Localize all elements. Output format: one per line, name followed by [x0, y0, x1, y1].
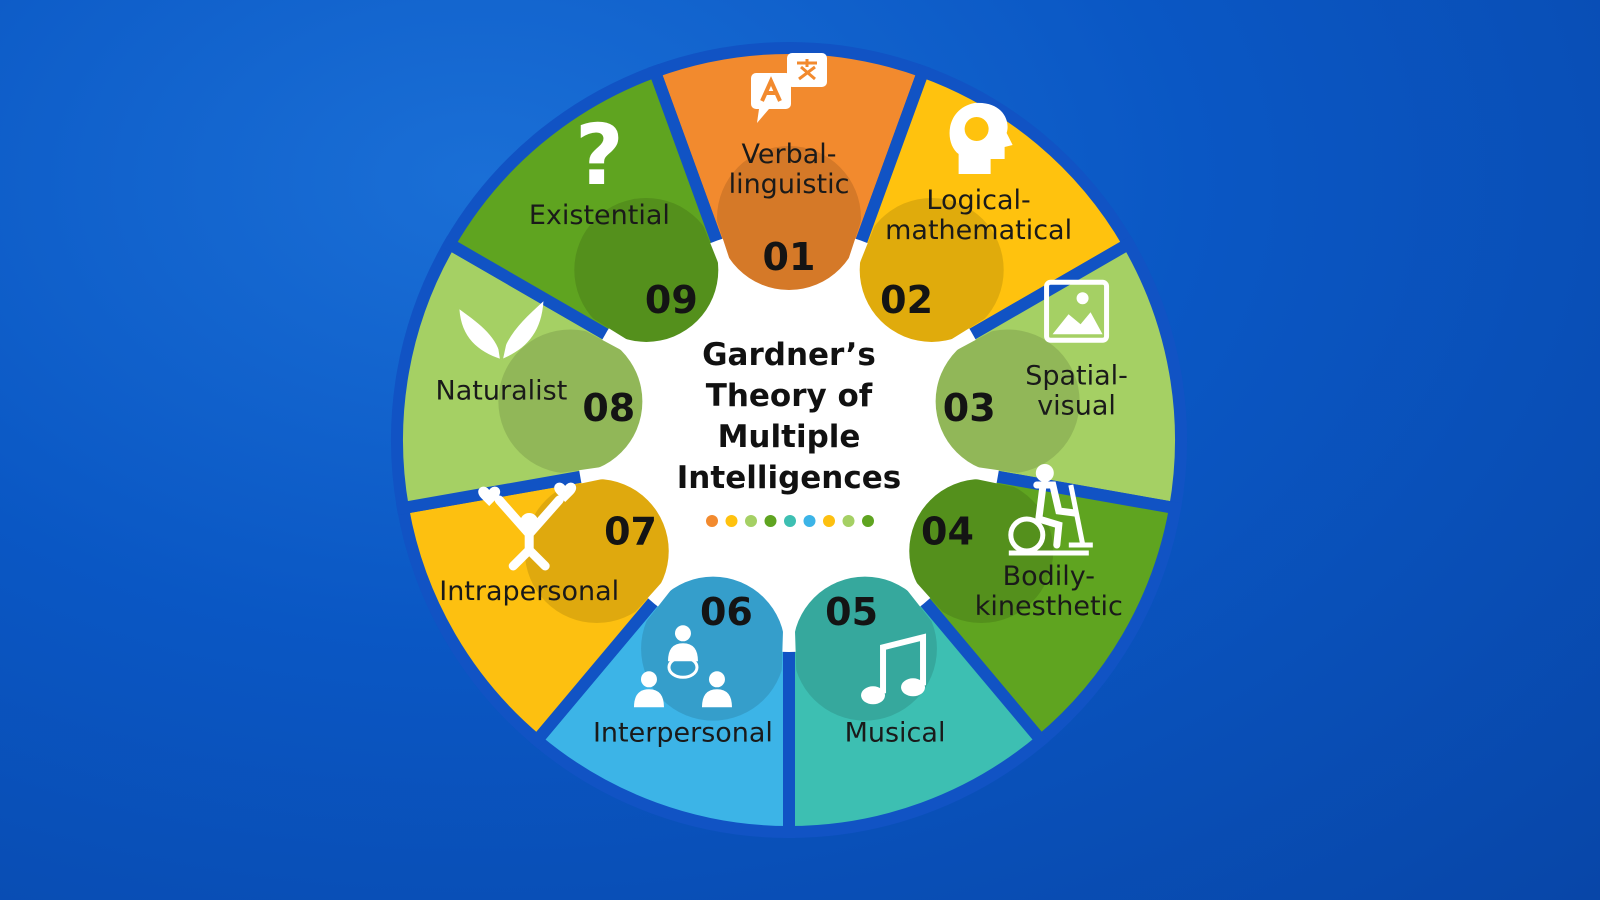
music-note-icon: [861, 633, 927, 705]
number-petal: [935, 329, 1080, 474]
segment-number: 09: [645, 278, 698, 322]
segment-label: Naturalist: [436, 375, 568, 406]
head-puzzle-icon: [949, 102, 1013, 175]
number-petal: [717, 146, 861, 290]
exercise-bike-icon: [1008, 464, 1093, 556]
picture-icon: [1044, 279, 1110, 343]
segment-label-line: visual: [1037, 390, 1116, 421]
segment-label-line: Bodily-: [1003, 561, 1095, 592]
segment-number: 05: [825, 590, 878, 634]
number-petal: [641, 576, 786, 721]
number-petal: [792, 576, 937, 721]
segment-number: 08: [582, 386, 635, 430]
segment-label: Intrapersonal: [439, 576, 619, 607]
svg-text:?: ?: [575, 106, 624, 204]
people-conversation-icon: [633, 625, 732, 708]
title-line: Multiple: [718, 419, 861, 455]
color-dots: [706, 515, 874, 527]
number-petal: [909, 479, 1054, 623]
center-title: Gardner’s Theory of Multiple Intelligenc…: [677, 337, 901, 496]
number-petal: [574, 197, 719, 342]
color-dot: [784, 515, 796, 527]
segment-label-line: Intrapersonal: [439, 576, 619, 607]
segment-label: Existential: [529, 200, 670, 231]
segment-label-line: Existential: [529, 200, 670, 231]
color-dot: [862, 515, 874, 527]
segment-number: 07: [604, 510, 657, 554]
segment-number: 06: [700, 590, 753, 634]
title-line: Theory of: [706, 378, 873, 414]
segment-label-line: Logical-: [926, 185, 1030, 216]
color-dot: [823, 515, 835, 527]
segment-number: 04: [921, 510, 974, 554]
color-dot: [764, 515, 777, 527]
segment-number: 02: [880, 278, 933, 322]
segment-label: Interpersonal: [593, 717, 773, 748]
segment-number: 03: [943, 386, 996, 430]
segment-number: 01: [763, 235, 816, 279]
title-line: Gardner’s: [702, 337, 876, 373]
segment-label: Bodily-kinesthetic: [975, 561, 1123, 622]
leaf-icon: [459, 301, 544, 360]
color-dot: [706, 515, 718, 527]
segment-label-line: Naturalist: [436, 375, 568, 406]
segment-label-line: kinesthetic: [975, 591, 1123, 622]
number-petal: [524, 479, 669, 623]
number-petal: [498, 329, 643, 474]
center-circle: [577, 228, 1001, 652]
color-dot: [803, 515, 816, 527]
segment-label: Verbal-linguistic: [729, 139, 850, 200]
segment-label: Logical-mathematical: [885, 185, 1072, 246]
segment-label-line: Verbal-: [741, 139, 836, 170]
segment-labels: 01 Verbal-linguistic 02 Logical-mathematica…: [436, 139, 1128, 748]
number-petals: [498, 146, 1080, 721]
segment-label: Musical: [845, 717, 946, 748]
question-mark-icon: ?: [575, 106, 624, 204]
person-hearts-icon: [478, 482, 577, 571]
number-petal: [859, 197, 1004, 342]
title-line: Intelligences: [677, 460, 901, 496]
translate-speech-icon: [751, 53, 827, 123]
segment-icons: ?: [459, 53, 1110, 708]
segment-label: Spatial-visual: [1025, 360, 1128, 421]
segment-label-line: linguistic: [729, 169, 850, 200]
segment-label-line: Spatial-: [1025, 360, 1128, 391]
color-dot: [745, 515, 757, 527]
color-dot: [842, 515, 855, 527]
color-dot: [725, 515, 738, 527]
segment-label-line: Interpersonal: [593, 717, 773, 748]
segment-label-line: mathematical: [885, 215, 1072, 246]
segment-label-line: Musical: [845, 717, 946, 748]
